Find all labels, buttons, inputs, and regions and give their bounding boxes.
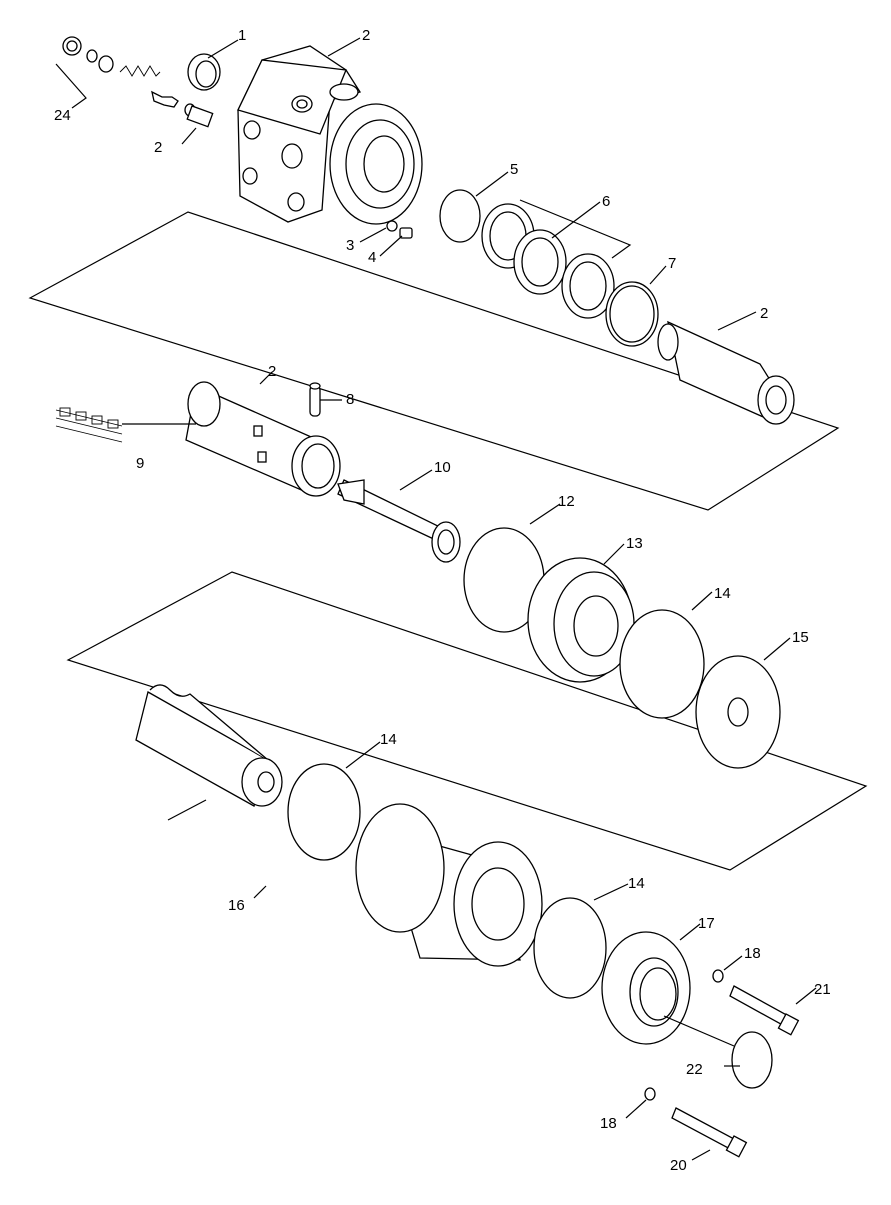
bolt-20 — [671, 1107, 748, 1158]
callout-15: 15 — [792, 629, 809, 646]
o-ring-14-second — [287, 763, 361, 861]
callout-18-top: 18 — [744, 945, 761, 962]
callout-3: 3 — [346, 237, 354, 254]
callout-14-second: 14 — [380, 731, 397, 748]
callout-5: 5 — [510, 161, 518, 178]
callout-21: 21 — [814, 981, 831, 998]
callout-7: 7 — [668, 255, 676, 272]
centering-springs-9 — [55, 407, 123, 443]
washer-second — [561, 253, 615, 319]
gerotor-set-bracket — [167, 799, 207, 821]
washer-18-bottom — [644, 1087, 656, 1101]
leader-24 — [55, 63, 87, 109]
callout-2-housing: 2 — [362, 27, 370, 44]
end-cap-17 — [601, 931, 691, 1045]
callout-13: 13 — [626, 535, 643, 552]
callout-12: 12 — [558, 493, 575, 510]
rotor-star — [135, 684, 283, 807]
bearing-bracket — [519, 199, 632, 259]
callout-10: 10 — [434, 459, 451, 476]
callout-2-spool: 2 — [760, 305, 768, 322]
spacer-plate-13 — [527, 557, 635, 683]
callout-2-sleeve: 2 — [268, 363, 276, 380]
valve-housing — [187, 45, 423, 225]
callout-24: 24 — [54, 107, 71, 124]
callout-22: 22 — [686, 1061, 703, 1078]
leader-lines — [181, 37, 817, 1161]
gerotor-ring-16 — [355, 803, 543, 967]
plug-item-4 — [399, 227, 413, 239]
sleeve — [185, 381, 341, 497]
callout-17: 17 — [698, 915, 715, 932]
gerotor-assembly-box — [66, 571, 868, 871]
o-ring-5 — [439, 189, 481, 243]
seal-ring-7 — [605, 281, 659, 347]
o-ring-14-first — [619, 609, 705, 719]
drive-shaft-10 — [337, 479, 461, 563]
callout-9: 9 — [136, 455, 144, 472]
washer-18-top — [712, 969, 724, 983]
needle-bearing-6 — [513, 229, 567, 295]
o-ring-14-third — [533, 897, 607, 999]
callout-18-bottom: 18 — [600, 1115, 617, 1132]
check-valve-parts — [62, 36, 214, 128]
cap-plug-22 — [731, 1031, 773, 1089]
bolt-21 — [729, 985, 800, 1036]
pin-8 — [309, 382, 321, 417]
callout-8: 8 — [346, 391, 354, 408]
callout-20: 20 — [670, 1157, 687, 1174]
callout-14-first: 14 — [714, 585, 731, 602]
valve-plate-15 — [695, 655, 781, 769]
spool-sleeve-assembly-box — [28, 211, 840, 511]
spool — [657, 320, 795, 425]
callout-2-left: 2 — [154, 139, 162, 156]
callout-6: 6 — [602, 193, 610, 210]
callout-16: 16 — [228, 897, 245, 914]
callout-1: 1 — [238, 27, 246, 44]
callout-14-third: 14 — [628, 875, 645, 892]
ball — [386, 220, 398, 232]
callout-4: 4 — [368, 249, 376, 266]
